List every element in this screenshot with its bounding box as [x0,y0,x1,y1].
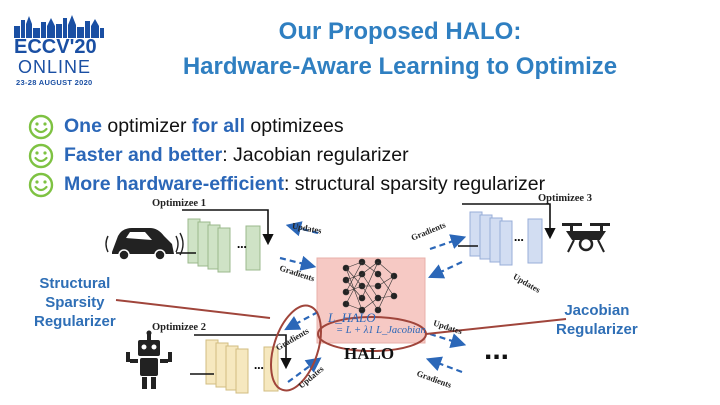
slide-title: Our Proposed HALO: Hardware-Aware Learni… [120,14,680,84]
optimizee-2-network [190,334,292,394]
car-icon [105,228,184,261]
bullet-1-part-1: One [64,115,102,137]
smiley-icon [28,143,54,168]
jacobian-label-line: Regularizer [556,321,638,338]
structural-label-line: Sparsity [45,294,105,311]
bullet-item: Faster and better: Jacobian regularizer [28,141,545,170]
smiley-icon [28,114,54,139]
more-optimizees-ellipsis: ... [484,333,510,366]
callouts [115,299,567,392]
robot-icon [126,330,172,389]
optimizee-1-label: Optimizee 1 [152,198,206,209]
drone-icon [562,223,610,253]
optimizee-3-label: Optimizee 3 [538,193,592,204]
halo-loss-line-2: = L + λ1 L_Jacobian [336,325,426,336]
logo-title: ECCV'20 [14,36,97,58]
halo-loss-line-1: L_HALO [328,310,376,326]
structural-label-line: Regularizer [34,313,116,330]
neural-network-icon [342,258,398,314]
logo-subtitle: ONLINE [18,57,92,77]
optimizee-3-ellipsis: ... [514,229,524,244]
bullet-2-part-1: Faster and better [64,144,223,166]
optimizee-3-network [458,203,556,266]
bullet-list: One optimizer for all optimizees Faster … [28,112,545,199]
bullet-3-part-2: : structural sparsity regularizer [283,173,546,195]
structural-label-line: Structural [39,275,111,292]
bullet-3-part-1: More hardware-efficient [64,173,284,195]
bullet-2-part-2: : Jacobian regularizer [222,144,409,166]
halo-label: HALO [344,344,395,363]
bullet-item: One optimizer for all optimizees [28,112,545,141]
optimizee-1-network [176,209,274,273]
halo-box [316,257,426,344]
title-line-2: Hardware-Aware Learning to Optimize [182,53,618,80]
jacobian-label-line: Jacobian [564,302,630,319]
optimizee-2-label: Optimizee 2 [152,322,206,333]
jacobian-regularizer-label: Jacobian Regularizer [556,301,638,339]
bullet-item: More hardware-efficient: structural spar… [28,170,545,199]
bullet-1-part-4: optimizees [244,115,344,137]
logo-dates: 23-28 AUGUST 2020 [16,78,93,87]
structural-sparsity-label: Structural Sparsity Regularizer [34,274,116,331]
halo-loss-symbol: L_HALO [328,310,376,325]
eccv-logo: ECCV'20 ONLINE 23-28 AUGUST 2020 [12,12,104,87]
optimizee-2-ellipsis: ... [254,357,264,372]
bullet-1-part-3: for all [191,115,245,137]
title-line-1: Our Proposed HALO: [278,18,522,45]
optimizee-1-ellipsis: ... [237,236,247,251]
smiley-icon [28,172,54,197]
city-skyline-icon [14,15,104,38]
bullet-1-part-2: optimizer [101,115,192,137]
